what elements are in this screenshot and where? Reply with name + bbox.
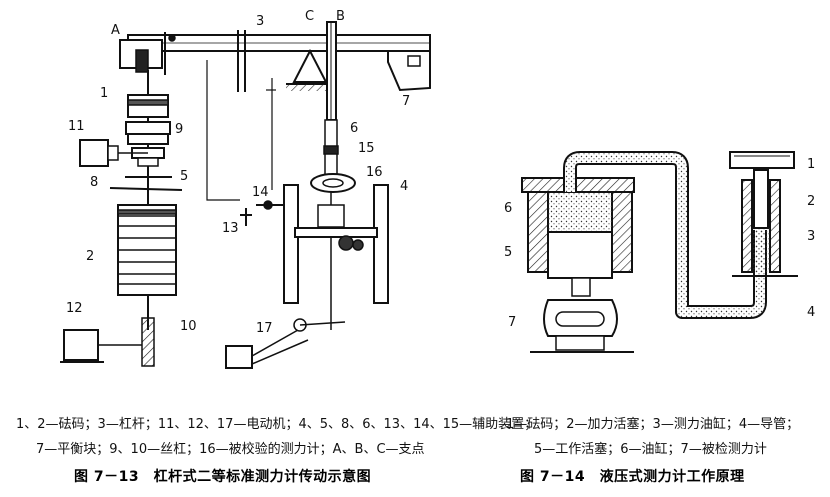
- lever-labels: A C B 3 7 1 11 9 5 8 2 13 14 6 15 16 4 1…: [66, 9, 410, 336]
- label-2: 2: [86, 249, 94, 264]
- motor-12: [63, 329, 99, 361]
- label-11: 11: [68, 119, 85, 134]
- left-caption-line2: 7—平衡块；9、10—丝杠；16—被校验的测力计；A、B、C—支点: [36, 442, 425, 457]
- label-13: 13: [222, 221, 239, 236]
- label-14: 14: [252, 185, 269, 200]
- work-piston-5: [547, 231, 613, 279]
- label-5: 5: [180, 169, 188, 184]
- label-9: 9: [175, 122, 183, 137]
- label-B: B: [336, 9, 345, 24]
- hydraulic-diagram: [521, 151, 798, 353]
- force-piston-2: [753, 169, 769, 229]
- diagrams-svg: A C B 3 7 1 11 9 5 8 2 13 14 6 15 16 4 1…: [60, 9, 815, 369]
- motor-17: [225, 345, 253, 369]
- right-caption-line2: 5—工作活塞；6—油缸；7—被检测力计: [534, 442, 767, 457]
- label-r1: 1: [807, 157, 815, 172]
- label-A: A: [111, 23, 120, 38]
- label-r4: 4: [807, 305, 815, 320]
- label-6: 6: [350, 121, 358, 136]
- label-7: 7: [402, 94, 410, 109]
- motor-11: [79, 139, 109, 167]
- fulcrum-c: [292, 48, 328, 83]
- label-r3: 3: [807, 229, 815, 244]
- screw-10: [141, 317, 155, 367]
- oil-cylinder-6: [527, 191, 549, 273]
- weight-1: [127, 94, 169, 118]
- label-15: 15: [358, 141, 375, 156]
- label-3: 3: [256, 14, 264, 29]
- label-4: 4: [400, 179, 408, 194]
- lever-diagram: [60, 21, 431, 369]
- label-r5: 5: [504, 245, 512, 260]
- label-12: 12: [66, 301, 83, 316]
- frame-left-post: [283, 184, 299, 304]
- left-figure-title: 图 7－13 杠杆式二等标准测力计传动示意图: [74, 469, 372, 485]
- weight-1-right: [729, 151, 795, 169]
- hydraulic-labels: 1 2 3 4 5 6 7: [504, 157, 815, 330]
- label-r7: 7: [508, 315, 516, 330]
- measuring-cylinder-3: [741, 179, 753, 273]
- frame-right-post: [373, 184, 389, 304]
- right-figure-title: 图 7－14 液压式测力计工作原理: [520, 469, 745, 485]
- right-caption-line1: 1—砝码；2—加力活塞；3—测力油缸；4—导管；: [506, 417, 800, 432]
- label-10: 10: [180, 319, 197, 334]
- label-r6: 6: [504, 201, 512, 216]
- label-8: 8: [90, 175, 98, 190]
- left-caption-line1: 1、2—砝码；3—杠杆；11、12、17—电动机；4、5、8、6、13、14、1…: [16, 417, 538, 432]
- label-16: 16: [366, 165, 383, 180]
- label-17: 17: [256, 321, 273, 336]
- label-C: C: [305, 9, 314, 24]
- label-1: 1: [100, 86, 108, 101]
- label-r2: 2: [807, 194, 815, 209]
